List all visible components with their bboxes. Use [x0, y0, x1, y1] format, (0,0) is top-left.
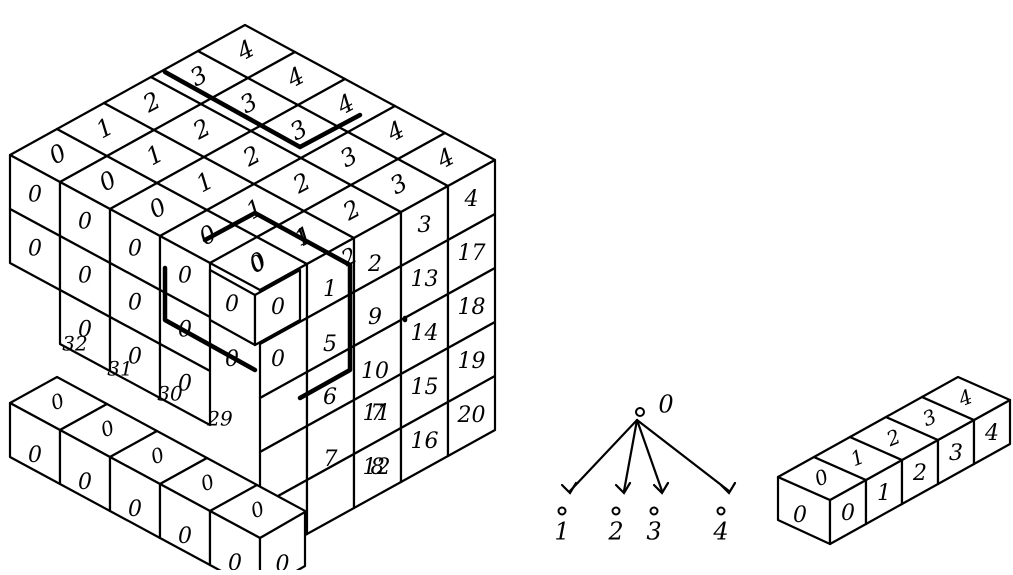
tree-child-label: 2	[607, 518, 623, 546]
inner-front-label: 0	[225, 292, 239, 317]
left-face-label: 0	[78, 264, 92, 289]
notch-label: 29	[206, 407, 233, 431]
tray-front-label: 0	[128, 497, 142, 522]
right-face-label: 3	[418, 213, 432, 238]
inner-right-label: 5	[323, 332, 337, 357]
row-front-label: 3	[949, 441, 963, 466]
right-face-label: 17	[458, 241, 486, 266]
inner-right-label: 9	[368, 305, 382, 330]
tree-child-node	[718, 508, 725, 515]
right-face-label: 18	[458, 295, 486, 320]
notch-label: 31	[107, 357, 132, 381]
tree-edge	[637, 420, 729, 491]
left-face-label: 0	[178, 264, 192, 289]
left-face-label: 0	[78, 210, 92, 235]
right-face-label: 15	[411, 375, 439, 400]
tree-child-node	[559, 508, 566, 515]
tree-child-node	[651, 508, 658, 515]
tray-front-label: 0	[78, 470, 92, 495]
right-face-label: 20	[457, 403, 486, 428]
tree-child-node	[613, 508, 620, 515]
arrow-head-icon	[721, 483, 735, 493]
arrow-head-icon	[616, 483, 630, 493]
right-face-label: 4	[464, 187, 479, 212]
tray-front-label: 0	[178, 524, 192, 549]
right-face-label: 11	[363, 401, 391, 426]
row-front-label: 2	[912, 461, 927, 486]
left-face-label: 0	[28, 183, 42, 208]
notch-label: 30	[157, 382, 183, 406]
right-face-label: 12	[363, 455, 391, 480]
inner-right-label: 2	[367, 252, 382, 277]
inner-front-label: 0	[271, 295, 285, 320]
left-face-label: 0	[128, 237, 142, 262]
row-front-label: 0	[841, 501, 855, 526]
arrow-head-icon	[562, 483, 576, 493]
right-face-label: 7	[324, 447, 338, 472]
row-front-label: 1	[877, 481, 891, 506]
notch-label: 32	[62, 332, 87, 356]
tray-front-label: 0	[28, 443, 42, 468]
tree-child-label: 4	[712, 518, 728, 546]
tray-front-label: 0	[276, 552, 290, 570]
right-face-label: 16	[411, 429, 439, 454]
tray-front-label: 0	[228, 551, 242, 570]
inner-right-label: 1	[323, 277, 337, 302]
inner-front-label: 0	[271, 347, 285, 372]
tree-root-label: 0	[658, 391, 673, 419]
right-face-label: 14	[411, 321, 439, 346]
row-front-label: 4	[984, 421, 999, 446]
tree-child-label: 1	[554, 518, 569, 546]
tree-root-node	[636, 408, 644, 416]
left-face-label: 0	[128, 291, 142, 316]
right-face-label: 13	[411, 267, 439, 292]
tree-child-label: 3	[646, 518, 661, 546]
row-front-label: 0	[793, 503, 807, 528]
left-face-label: 0	[28, 237, 42, 262]
inner-right-label: 10	[361, 359, 389, 384]
inner-right-label: 6	[323, 385, 337, 410]
right-face-label: 19	[458, 349, 486, 374]
big-cube: 0123401234012340123401234000000000003413…	[10, 25, 495, 570]
